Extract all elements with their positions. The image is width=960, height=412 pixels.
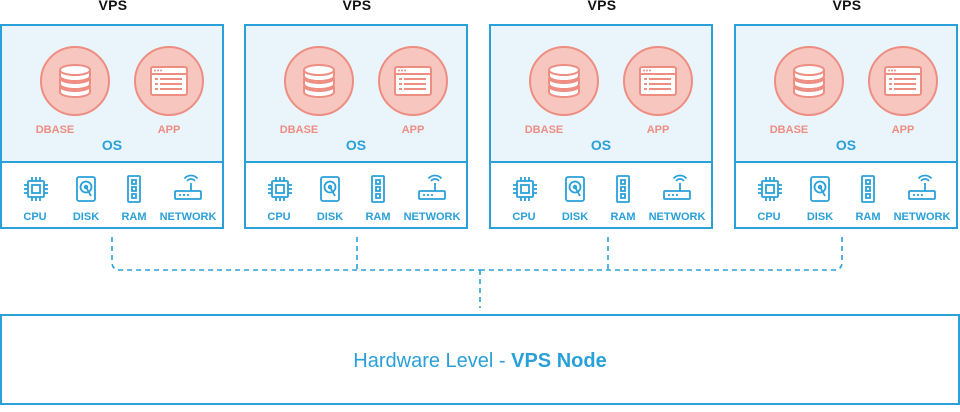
- dbase-label: DBASE: [279, 124, 319, 136]
- os-layer: DBASE APP OS: [736, 26, 956, 163]
- resource-label-ram: RAM: [365, 211, 391, 223]
- cpu-icon: [513, 177, 537, 201]
- cpu-icon: [268, 177, 292, 201]
- os-label: OS: [345, 137, 367, 153]
- database-circle: [40, 46, 110, 116]
- resource-label-network: NETWORK: [159, 211, 217, 223]
- app-circle: [134, 46, 204, 116]
- hardware-label: Hardware Level - VPS Node: [2, 350, 958, 373]
- vps-box: DBASE APP OS CPU DISK RAM NETWORK: [244, 24, 468, 229]
- os-layer: DBASE APP OS: [246, 26, 466, 163]
- router-icon: [663, 174, 691, 200]
- os-label: OS: [835, 137, 857, 153]
- dbase-label: DBASE: [524, 124, 564, 136]
- hardware-node-box: Hardware Level - VPS Node: [0, 314, 960, 405]
- connector-vps-4: [480, 237, 843, 271]
- app-circle: [868, 46, 938, 116]
- cpu-icon: [758, 177, 782, 201]
- ram-icon: [616, 175, 630, 203]
- vps-box: DBASE APP OS CPU DISK RAM NETWORK: [734, 24, 958, 229]
- resource-label-network: NETWORK: [648, 211, 706, 223]
- database-circle: [284, 46, 354, 116]
- os-label: OS: [590, 137, 612, 153]
- database-circle: [774, 46, 844, 116]
- resource-label-ram: RAM: [121, 211, 147, 223]
- resource-label-disk: DISK: [806, 211, 834, 223]
- vps-title: VPS: [342, 0, 372, 13]
- cpu-icon: [24, 177, 48, 201]
- app-circle: [623, 46, 693, 116]
- app-circle: [378, 46, 448, 116]
- hardware-label-prefix: Hardware Level -: [353, 350, 512, 372]
- resource-label-cpu: CPU: [512, 211, 536, 223]
- disk-icon: [76, 176, 96, 202]
- resource-label-network: NETWORK: [893, 211, 951, 223]
- database-circle: [529, 46, 599, 116]
- app-label: APP: [157, 124, 181, 136]
- database-icon: [303, 64, 335, 98]
- app-label: APP: [401, 124, 425, 136]
- app-window-icon: [150, 66, 188, 96]
- hardware-label-bold: VPS Node: [511, 350, 607, 372]
- resource-label-disk: DISK: [316, 211, 344, 223]
- vps-title: VPS: [98, 0, 128, 13]
- resource-label-ram: RAM: [610, 211, 636, 223]
- vps-title: VPS: [832, 0, 862, 13]
- resource-label-cpu: CPU: [757, 211, 781, 223]
- ram-icon: [371, 175, 385, 203]
- resource-label-disk: DISK: [561, 211, 589, 223]
- resource-label-disk: DISK: [72, 211, 100, 223]
- resource-label-cpu: CPU: [23, 211, 47, 223]
- app-label: APP: [891, 124, 915, 136]
- resource-label-network: NETWORK: [403, 211, 461, 223]
- router-icon: [418, 174, 446, 200]
- app-window-icon: [884, 66, 922, 96]
- router-icon: [174, 174, 202, 200]
- dbase-label: DBASE: [35, 124, 75, 136]
- database-icon: [548, 64, 580, 98]
- os-label: OS: [101, 137, 123, 153]
- ram-icon: [127, 175, 141, 203]
- os-layer: DBASE APP OS: [2, 26, 222, 163]
- resource-label-cpu: CPU: [267, 211, 291, 223]
- connector-vps-1: [111, 237, 480, 271]
- ram-icon: [861, 175, 875, 203]
- app-label: APP: [646, 124, 670, 136]
- vps-box: DBASE APP OS CPU DISK RAM NETWORK: [0, 24, 224, 229]
- disk-icon: [565, 176, 585, 202]
- disk-icon: [320, 176, 340, 202]
- resource-label-ram: RAM: [855, 211, 881, 223]
- os-layer: DBASE APP OS: [491, 26, 711, 163]
- vps-title: VPS: [587, 0, 617, 13]
- app-window-icon: [639, 66, 677, 96]
- app-window-icon: [394, 66, 432, 96]
- database-icon: [59, 64, 91, 98]
- dbase-label: DBASE: [769, 124, 809, 136]
- vps-box: DBASE APP OS CPU DISK RAM NETWORK: [489, 24, 713, 229]
- database-icon: [793, 64, 825, 98]
- router-icon: [908, 174, 936, 200]
- disk-icon: [810, 176, 830, 202]
